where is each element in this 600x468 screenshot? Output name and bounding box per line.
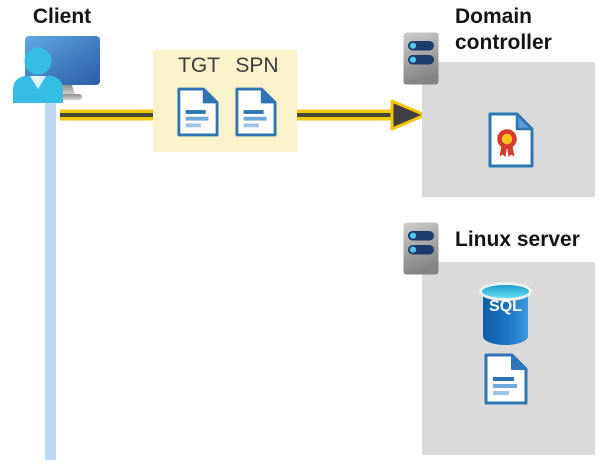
arrowhead-icon	[390, 99, 427, 131]
sql-database-icon: SQL	[479, 282, 532, 346]
domain-controller-server-icon	[403, 32, 439, 85]
keytab-document-icon	[484, 353, 528, 405]
tgt-label: TGT	[178, 54, 220, 77]
sql-cylinder-top	[479, 282, 532, 301]
tgt-document-icon	[177, 87, 219, 137]
spn-label: SPN	[235, 54, 279, 77]
client-computer-person-icon	[13, 36, 100, 103]
person-icon	[13, 47, 63, 103]
linux-server-label: Linux server	[455, 228, 580, 251]
client-connection-line	[45, 88, 56, 460]
ticket-highlight-box: TGT SPN	[153, 50, 297, 152]
domain-controller-label: Domain controller	[455, 5, 552, 54]
client-label: Client	[32, 5, 92, 28]
certificate-icon	[488, 112, 534, 168]
spn-document-icon	[235, 87, 277, 137]
sql-label: SQL	[489, 298, 522, 315]
linux-server-icon	[403, 222, 439, 275]
